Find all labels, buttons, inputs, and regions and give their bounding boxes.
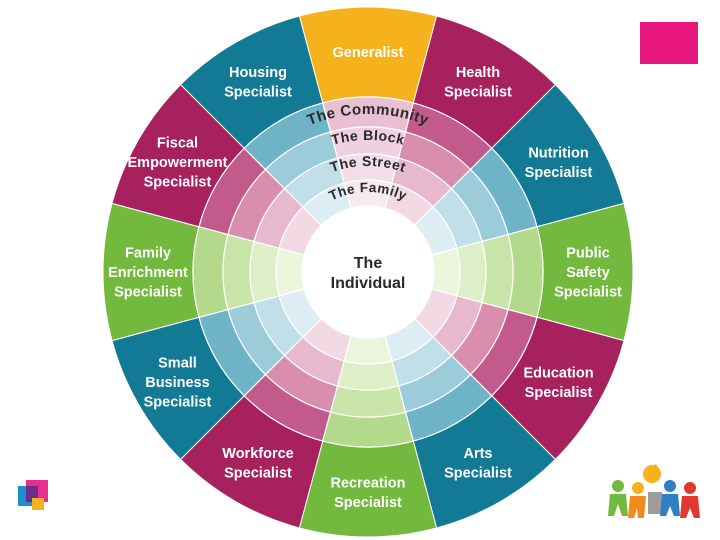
ring-family-segment: [275, 247, 305, 297]
ring-street-segment: [249, 240, 280, 304]
ring-family-segment: [343, 335, 393, 365]
corner-logo-icon: [18, 480, 48, 510]
ring-street-segment: [336, 360, 400, 391]
accent-square: [640, 22, 698, 64]
ring-street-segment: [456, 240, 487, 304]
ring-label-family: The Family: [327, 180, 410, 204]
segment-label-generalist: Generalist: [333, 45, 404, 61]
ring-label-block: The Block: [330, 127, 407, 148]
people-group-icon: [608, 464, 700, 518]
center-circle: [302, 206, 434, 338]
ring-family-segment: [431, 247, 461, 297]
